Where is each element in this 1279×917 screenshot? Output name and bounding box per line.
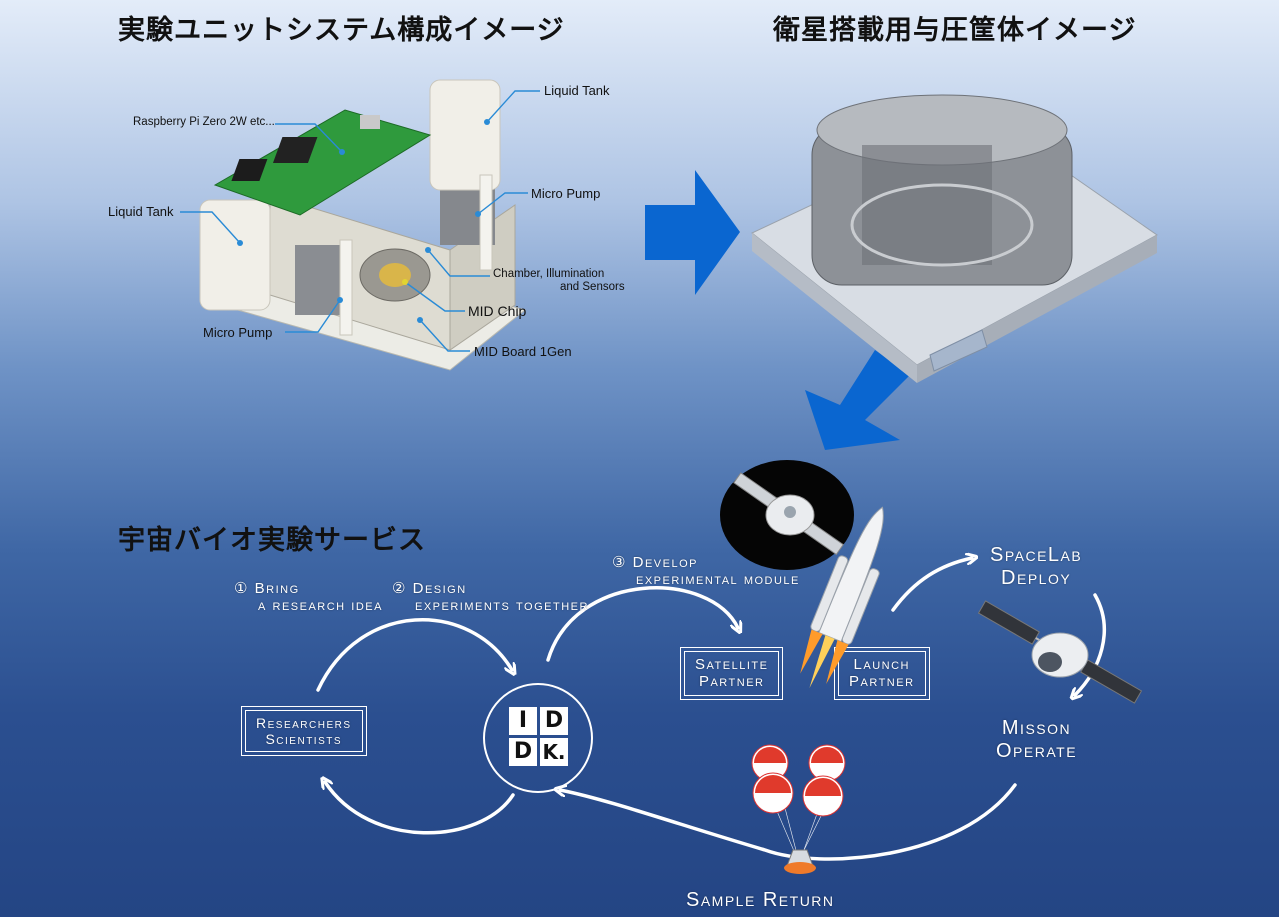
micro-pump-right-label: Micro Pump <box>531 186 601 201</box>
step2-line1: ② Design <box>392 580 467 597</box>
unit-system-title: 実験ユニットシステム構成イメージ <box>118 15 565 46</box>
experiment-unit-illustration <box>199 79 527 371</box>
chamber-label-line1: Chamber, Illumination <box>493 268 605 280</box>
satellite-line1: Satellite <box>695 656 769 673</box>
bio-experiment-service-title: 宇宙バイオ実験サービス <box>118 525 426 556</box>
mission-operate-label: Misson Operate <box>996 717 1077 763</box>
step3-line1: ③ Develop <box>612 554 698 571</box>
satellite-partner-box: Satellite Partner <box>679 647 784 700</box>
spacelab-deploy-label: SpaceLab Deploy <box>990 544 1082 590</box>
down-left-arrow-icon <box>805 350 910 450</box>
step1-line1: ① Bring <box>234 580 300 597</box>
spacelab-line1: SpaceLab <box>990 544 1083 566</box>
chamber-label-line2: and Sensors <box>560 281 625 293</box>
rocket-icon <box>800 506 884 689</box>
researchers-line1: Researchers <box>256 715 352 731</box>
liquid-tank-left-label: Liquid Tank <box>108 204 174 219</box>
launch-line2: Partner <box>849 673 915 691</box>
satellite-icon <box>977 600 1143 704</box>
liquid-tank-right-label: Liquid Tank <box>544 83 610 98</box>
mid-board-label: MID Board 1Gen <box>474 344 572 359</box>
raspberry-pi-label: Raspberry Pi Zero 2W etc... <box>133 116 275 128</box>
logo-letter-i: I <box>509 707 537 735</box>
iddk-logo: I D D K. <box>483 683 593 793</box>
logo-letter-d1: D <box>540 707 568 735</box>
step1-line2: a research idea <box>258 597 383 614</box>
researchers-box: Researchers Scientists <box>241 705 367 757</box>
parachute-capsule-icon <box>751 744 846 874</box>
researchers-line2: Scientists <box>265 731 343 748</box>
satellite-line2: Partner <box>698 673 765 691</box>
step2-line2: experiments together <box>415 597 589 614</box>
mission-line1: Misson <box>1001 717 1072 739</box>
pressurized-housing-title: 衛星搭載用与圧筐体イメージ <box>773 15 1137 46</box>
launch-partner-box: Launch Partner <box>834 647 930 700</box>
mission-line2: Operate <box>996 740 1078 762</box>
mid-chip-label: MID Chip <box>468 303 527 319</box>
pressurized-housing-illustration <box>751 94 1158 383</box>
logo-letter-d2: D <box>509 738 537 766</box>
spacelab-line2: Deploy <box>1001 567 1072 589</box>
space-station-image <box>720 460 854 570</box>
launch-line1: Launch <box>853 656 910 673</box>
micro-pump-left-label: Micro Pump <box>203 325 273 340</box>
step3-line2: experimental module <box>636 571 800 588</box>
sample-return-label: Sample Return <box>686 889 835 911</box>
right-arrow-icon <box>645 170 740 295</box>
logo-letter-k: K. <box>540 738 568 766</box>
